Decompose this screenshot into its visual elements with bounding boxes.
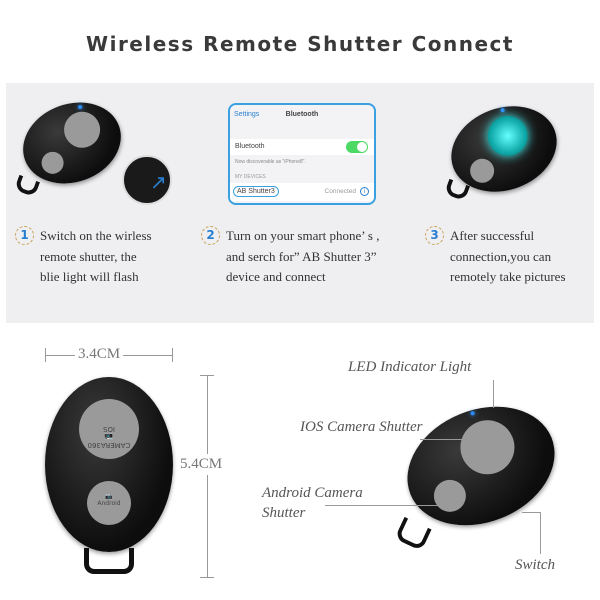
width-dimension: 3.4CM (75, 346, 124, 363)
bluetooth-label: Bluetooth (235, 143, 265, 150)
step-text: and serch for” AB Shutter 3” (226, 248, 377, 264)
step-number: 2 (201, 226, 220, 245)
settings-back-link: Settings (234, 111, 260, 118)
screen-header: Bluetooth (285, 111, 319, 118)
remote-front-view: CAMERA360📷IOS 📷Android (45, 377, 173, 552)
bluetooth-settings-screenshot: Settings Bluetooth Bluetooth Now discove… (228, 103, 376, 205)
step-text: connection,you can (450, 248, 552, 264)
callout-ios: IOS Camera Shutter (300, 419, 423, 435)
step-text: remote shutter, the (40, 248, 137, 264)
ios-shutter-button: CAMERA360📷IOS (79, 399, 139, 459)
android-shutter-button: 📷Android (87, 481, 131, 525)
step-2: 2 Turn on your smart phone’ s , and serc… (201, 226, 416, 288)
step-number: 3 (425, 226, 444, 245)
bluetooth-toggle[interactable] (346, 141, 368, 153)
step-text: Switch on the wirless (40, 228, 152, 243)
height-dimension-line (207, 375, 208, 578)
page-title: Wireless Remote Shutter Connect (86, 32, 514, 56)
switch-closeup (122, 155, 172, 205)
step-text: device and connect (226, 269, 326, 284)
step-number: 1 (15, 226, 34, 245)
callout-led: LED Indicator Light (348, 359, 472, 375)
device-row[interactable]: AB Shutter3 Connected i (230, 183, 374, 201)
arrow-icon: ↗ (150, 172, 167, 194)
step-text: remotely take pictures (450, 269, 566, 284)
info-icon[interactable]: i (360, 187, 369, 196)
section-label: MY DEVICES (235, 174, 266, 180)
device-name: AB Shutter3 (233, 186, 279, 197)
step-text: After successful (450, 228, 535, 243)
lanyard-loop (394, 516, 432, 552)
connection-status: Connected (324, 188, 356, 195)
step-3: 3 After successful connection,you can re… (425, 226, 600, 288)
callout-switch: Switch (515, 557, 555, 573)
step-text: Turn on your smart phone’ s , (226, 228, 380, 243)
lanyard-loop (84, 548, 134, 574)
height-dimension: 5.4CM (180, 454, 223, 475)
step-1: 1 Switch on the wirless remote shutter, … (15, 226, 215, 288)
step-text: blie light will flash (40, 269, 139, 284)
discoverable-text: Now discoverable as "iPhone8". (235, 159, 306, 165)
